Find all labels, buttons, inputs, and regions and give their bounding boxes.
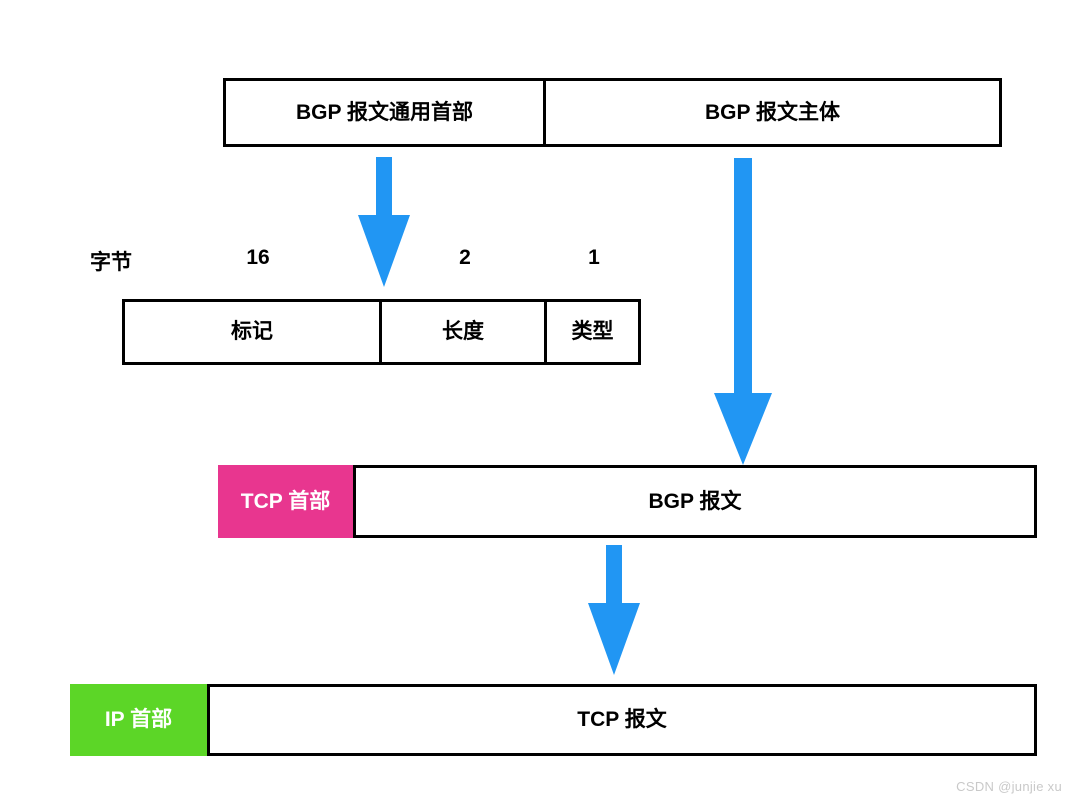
bgp-common-header-cell: BGP 报文通用首部 bbox=[226, 81, 546, 144]
ip-header-cell: IP 首部 bbox=[70, 684, 207, 756]
arrow-bgp-header-to-detail bbox=[352, 157, 416, 287]
bgp-type-cell: 类型 bbox=[547, 302, 638, 362]
arrow-tcp-to-ip-payload bbox=[582, 545, 646, 675]
byte-size-marker: 16 bbox=[246, 246, 270, 269]
bgp-header-detail-row: 标记 长度 类型 bbox=[122, 299, 641, 365]
watermark-text: CSDN @junjie xu bbox=[956, 779, 1062, 794]
arrow-bgp-body-to-tcp-payload bbox=[710, 158, 776, 465]
bgp-type-label: 类型 bbox=[571, 320, 614, 344]
bgp-common-header-label: BGP 报文通用首部 bbox=[296, 100, 473, 124]
bgp-length-label: 长度 bbox=[442, 320, 484, 344]
tcp-header-cell: TCP 首部 bbox=[218, 465, 353, 538]
byte-size-length: 2 bbox=[459, 246, 471, 269]
tcp-payload-label: BGP 报文 bbox=[648, 489, 742, 513]
ip-payload-label: TCP 报文 bbox=[577, 708, 667, 732]
bgp-message-body-cell: BGP 报文主体 bbox=[546, 81, 999, 144]
bgp-length-cell: 长度 bbox=[382, 302, 547, 362]
byte-size-type: 1 bbox=[588, 246, 600, 269]
tcp-segment-row: TCP 首部 BGP 报文 bbox=[218, 465, 1037, 538]
bgp-marker-cell: 标记 bbox=[125, 302, 382, 362]
bgp-marker-label: 标记 bbox=[231, 320, 273, 344]
ip-header-label: IP 首部 bbox=[104, 708, 173, 732]
tcp-header-label: TCP 首部 bbox=[240, 489, 331, 513]
tcp-payload-cell: BGP 报文 bbox=[353, 465, 1037, 538]
bgp-message-body-label: BGP 报文主体 bbox=[705, 100, 840, 124]
ip-packet-row: IP 首部 TCP 报文 bbox=[70, 684, 1037, 756]
bgp-message-row: BGP 报文通用首部 BGP 报文主体 bbox=[223, 78, 1002, 147]
byte-unit-label: 字节 bbox=[90, 251, 132, 274]
ip-payload-cell: TCP 报文 bbox=[207, 684, 1037, 756]
